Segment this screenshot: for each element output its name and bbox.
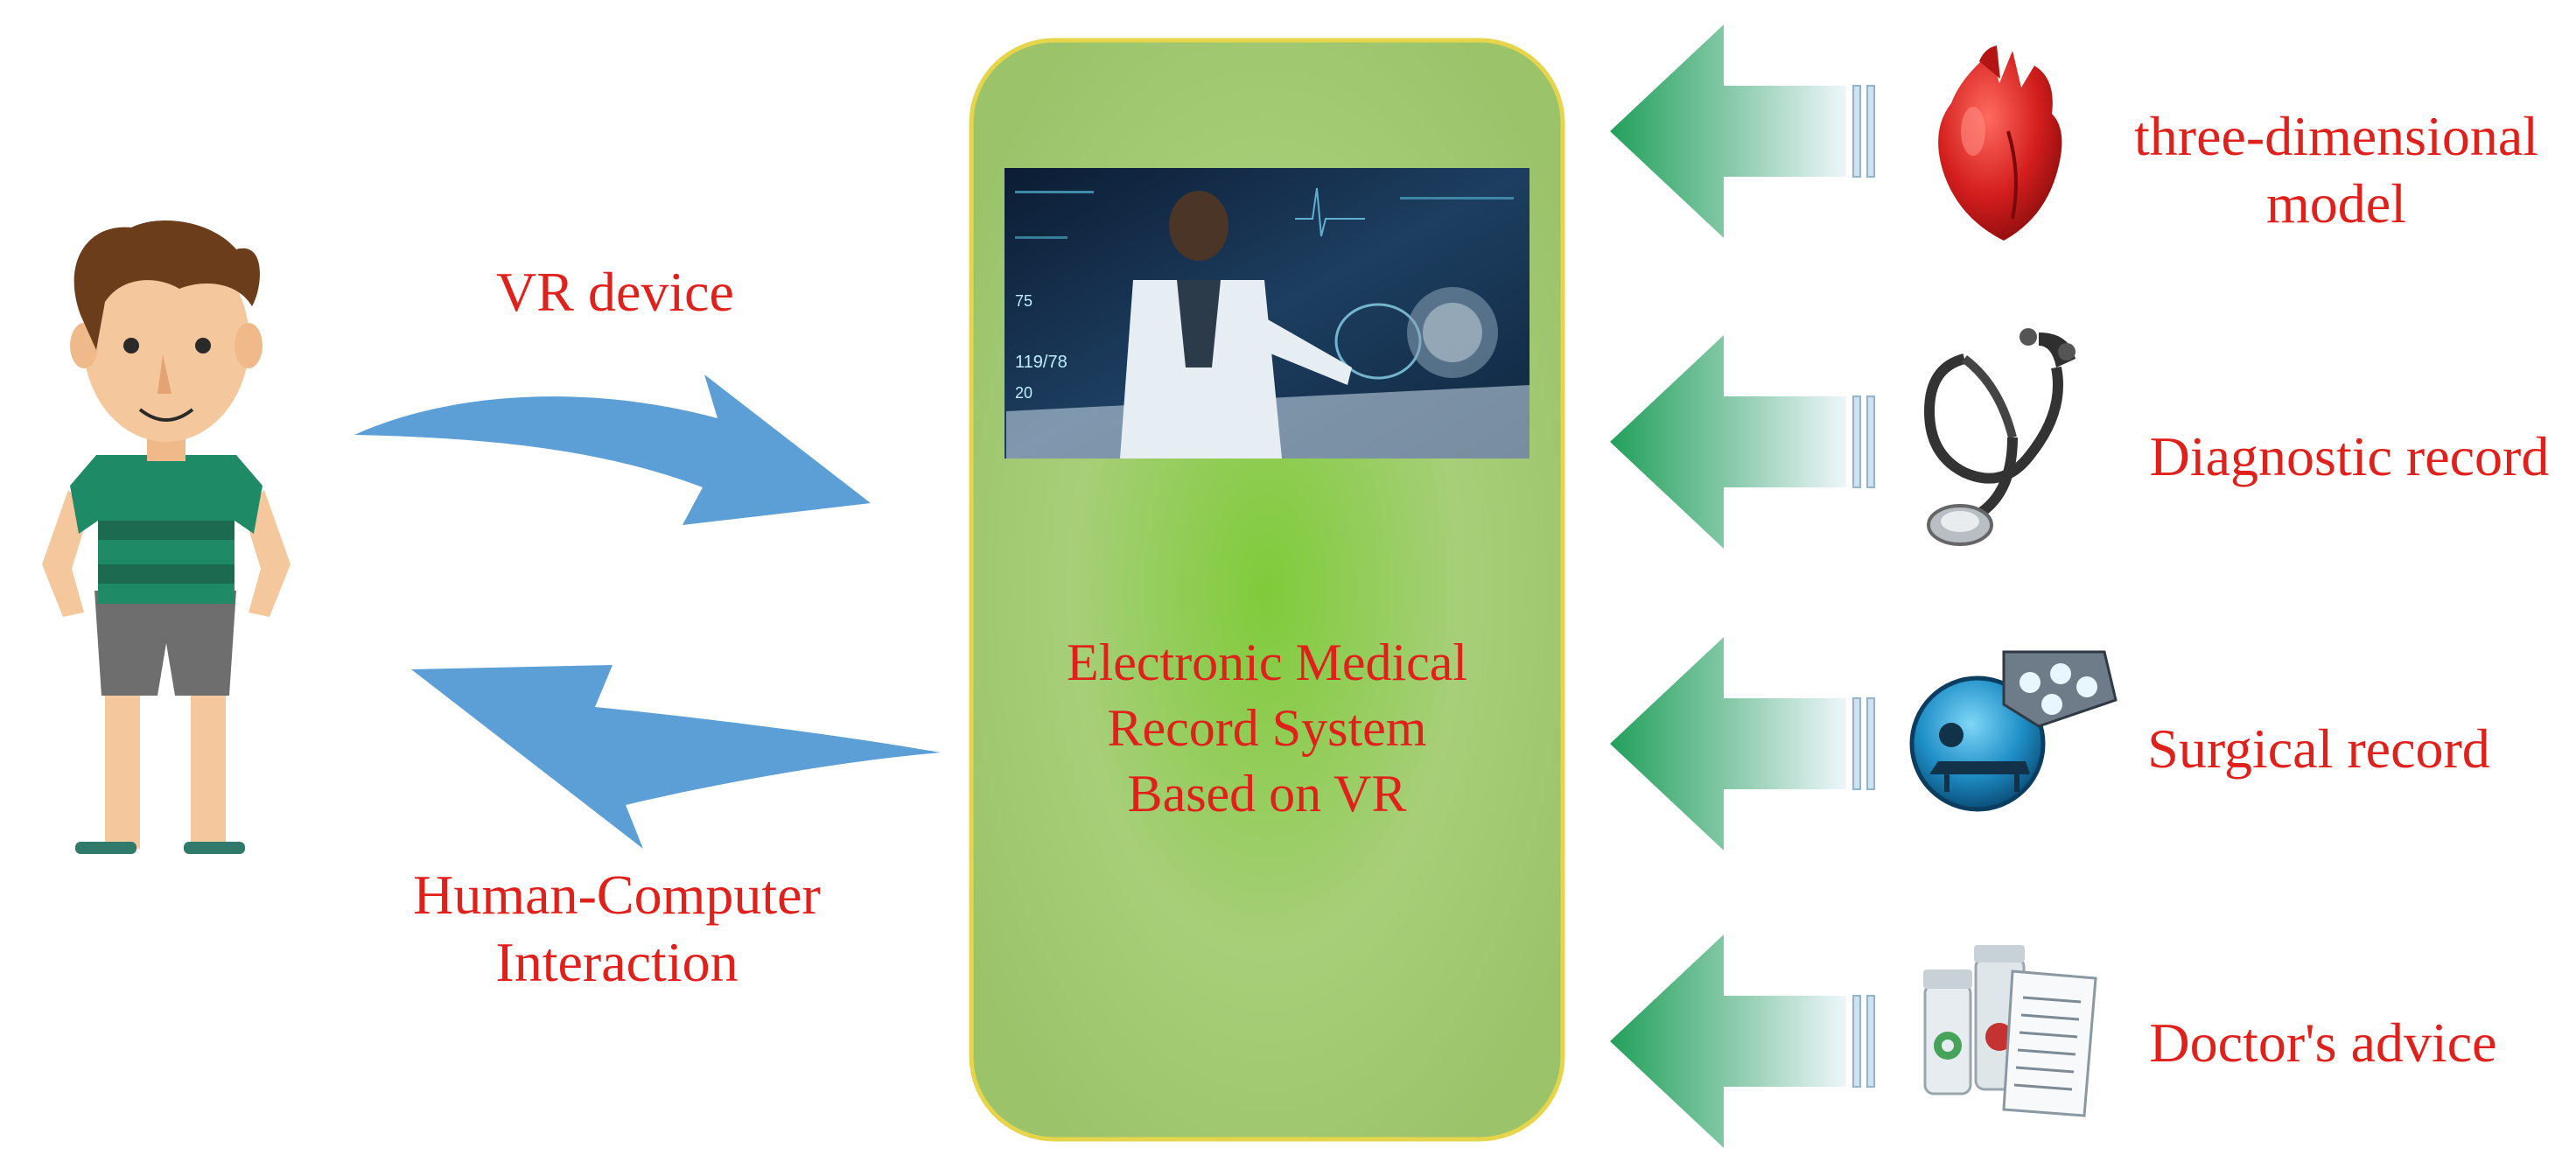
vr-screen-image: 119/78 75 20 [1004, 168, 1530, 458]
hci-label-line1: Human-Computer [413, 864, 821, 926]
emr-title-line2: Record System [1107, 699, 1427, 757]
screen-readout-bp: 119/78 [1015, 353, 1068, 372]
input-label-advice: Doctor's advice [2149, 1012, 2497, 1074]
input-label-surgical: Surgical record [2147, 718, 2490, 780]
heart-icon [1938, 46, 2062, 241]
input-arrow-model [1610, 24, 1875, 238]
input-label-model: three-dimensional model [2109, 103, 2564, 238]
screen-readout-2: 20 [1015, 384, 1032, 402]
emr-system-title: Electronic Medical Record System Based o… [970, 630, 1564, 827]
human-computer-interaction-label: Human-Computer Interaction [372, 862, 862, 997]
emr-title-line1: Electronic Medical [1066, 634, 1468, 691]
input-arrow-advice [1610, 934, 1875, 1148]
medicine-prescription-icon [1923, 945, 2097, 1117]
emr-title-line3: Based on VR [1127, 765, 1407, 822]
input-arrow-surgical [1610, 637, 1875, 850]
vr-device-arrow [354, 374, 871, 525]
model-label-line2: model [2266, 172, 2406, 234]
input-label-diagnostic: Diagnostic record [2149, 425, 2550, 487]
hci-label-line2: Interaction [495, 930, 738, 993]
surgical-lamp-icon [1909, 650, 2118, 812]
screen-readout-1: 75 [1015, 292, 1032, 310]
vr-device-label: VR device [496, 261, 734, 323]
input-arrow-diagnostic [1610, 335, 1875, 549]
stethoscope-icon [1923, 328, 2076, 546]
model-label-line1: three-dimensional [2133, 105, 2539, 167]
person-icon [42, 220, 290, 854]
interaction-arrow [411, 665, 941, 849]
